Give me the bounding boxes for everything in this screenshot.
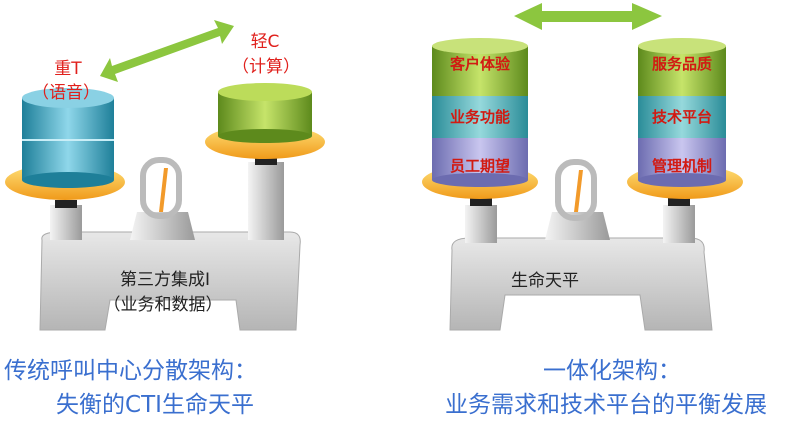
stack-item: 管理机制 (652, 157, 712, 175)
heavy-label: 重T (54, 59, 82, 79)
compute-cylinder (218, 83, 312, 143)
light-sub: （计算） (232, 57, 300, 77)
base-sub: （业务和数据） (104, 295, 223, 315)
left-post (50, 205, 82, 240)
heavy-sub: （语音） (32, 83, 100, 103)
scale-base (39, 231, 301, 331)
right-post (663, 205, 695, 243)
stack-item: 服务品质 (652, 55, 712, 73)
double-arrow-icon (514, 3, 662, 30)
gauge (130, 157, 195, 240)
stack-item: 员工期望 (450, 157, 510, 175)
left-caption-line2: 失衡的CTI生命天平 (56, 392, 254, 418)
scale-base (449, 237, 713, 331)
stack-item: 技术平台 (652, 108, 712, 126)
voice-cylinder (22, 88, 114, 188)
right-caption-line1: 一体化架构： (543, 358, 681, 384)
base-label: 生命天平 (511, 271, 579, 291)
right-scale: 客户体验 业务功能 员工期望 服务品质 技术平台 管理机制 生命天平 (422, 3, 743, 331)
base-label: 第三方集成I (120, 270, 210, 290)
right-caption-line2: 业务需求和技术平台的平衡发展 (445, 392, 767, 418)
stack-item: 业务功能 (450, 108, 510, 126)
right-post (248, 162, 284, 240)
left-caption-line1: 传统呼叫中心分散架构： (4, 358, 257, 384)
double-arrow-icon (100, 20, 234, 82)
right-stack: 服务品质 技术平台 管理机制 (638, 38, 726, 187)
left-stack: 客户体验 业务功能 员工期望 (432, 38, 528, 187)
light-label: 轻C (251, 32, 280, 52)
left-scale: 重T （语音） 轻C （计算） 第三方集成I （业务和数据） (5, 20, 325, 331)
stack-item: 客户体验 (449, 55, 511, 73)
left-post (465, 205, 497, 243)
gauge (545, 159, 610, 240)
